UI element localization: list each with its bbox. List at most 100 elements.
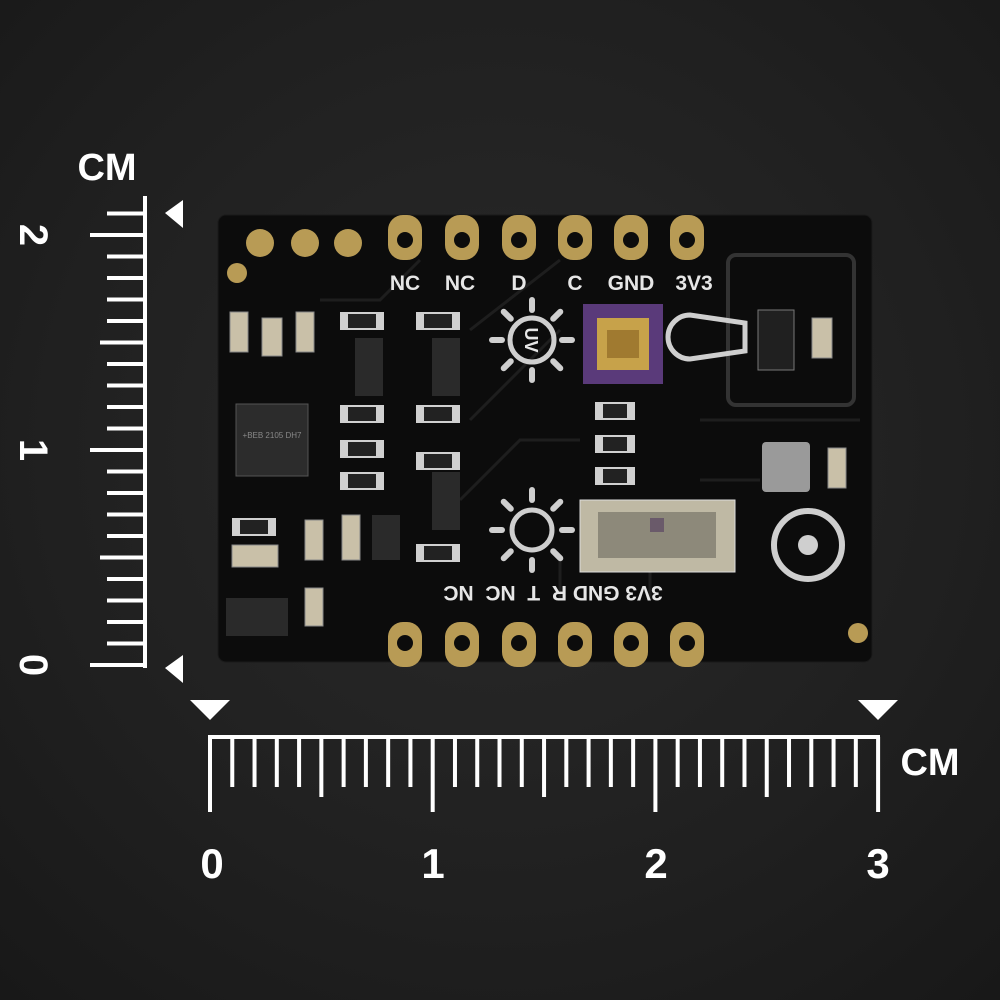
ruler-tick — [107, 405, 145, 409]
marker-triangle — [165, 655, 183, 683]
capacitor — [304, 587, 324, 627]
top-pin-label: D — [511, 272, 526, 295]
ruler-tick — [107, 534, 145, 538]
ruler-tick — [720, 737, 725, 787]
top-pin-label: GND — [608, 272, 655, 295]
vertical-tick-label: 2 — [11, 224, 55, 246]
resistor-body — [424, 546, 452, 560]
ray — [550, 308, 564, 322]
ruler-tick — [341, 737, 346, 787]
pin-hole — [511, 232, 527, 248]
ruler-tick — [363, 737, 368, 787]
resistor-body — [240, 520, 268, 534]
ray — [500, 498, 514, 512]
vertical-tick-label: 0 — [11, 654, 55, 676]
ruler-tick — [90, 448, 145, 452]
resistor-body — [424, 407, 452, 421]
ray — [500, 548, 514, 562]
ruler-tick — [631, 737, 636, 787]
ruler-tick — [274, 737, 279, 787]
capacitor — [341, 514, 361, 561]
pin-hole — [397, 635, 413, 651]
ruler-tick — [100, 340, 145, 345]
ruler-tick — [787, 737, 792, 787]
ruler-tick — [107, 426, 145, 431]
capacitor — [295, 311, 315, 353]
marker-triangle — [165, 200, 183, 228]
ruler-tick — [853, 737, 858, 787]
ruler-tick — [107, 512, 145, 517]
ruler-tick — [107, 598, 145, 603]
resistor-body — [603, 437, 627, 451]
resistor-body — [603, 404, 627, 418]
ruler-tick — [497, 737, 502, 787]
ruler-tick — [107, 362, 145, 366]
resistor-body — [348, 407, 376, 421]
horizontal-tick-label: 1 — [421, 840, 444, 887]
ruler-tick — [542, 737, 547, 797]
pin-hole — [454, 232, 470, 248]
pin-hole — [454, 635, 470, 651]
svg-text:UV: UV — [521, 327, 541, 352]
capacitor — [231, 544, 279, 568]
sun-light-rays-icon — [489, 487, 575, 573]
ruler-tick — [519, 737, 524, 787]
resistor-body — [348, 314, 376, 328]
ruler-tick — [319, 737, 324, 797]
ruler-tick — [831, 737, 836, 787]
capacitor — [229, 311, 249, 353]
marker-triangle — [858, 700, 898, 720]
capacitor — [261, 317, 283, 357]
resistor-body — [424, 314, 452, 328]
ruler-tick — [107, 641, 145, 646]
pin-hole — [623, 232, 639, 248]
ruler-tick — [107, 254, 145, 259]
resistor-body — [348, 442, 376, 456]
vertical-unit-label: CM — [77, 147, 136, 189]
capacitor — [827, 447, 847, 489]
ruler-tick — [386, 737, 391, 787]
pin-hole — [511, 635, 527, 651]
ruler-tick — [107, 319, 145, 323]
pin-hole — [397, 232, 413, 248]
pin-hole — [567, 232, 583, 248]
pin-hole — [623, 635, 639, 651]
sun-uv-rays-icon — [489, 297, 575, 383]
ruler-tick — [107, 211, 145, 216]
ruler-edge — [143, 196, 147, 668]
pcb-board: +BEB 2105 DH7 UV — [217, 214, 873, 667]
ruler-tick — [297, 737, 302, 787]
horizontal-tick-label: 3 — [866, 840, 889, 887]
vertical-ruler — [90, 196, 147, 668]
ruler-tick — [100, 555, 145, 560]
horizontal-ruler — [208, 735, 881, 812]
vertical-tick-label: 1 — [11, 439, 55, 461]
ruler-tick — [675, 737, 680, 787]
top-pin-label: 3V3 — [675, 272, 712, 295]
ray — [550, 548, 564, 562]
ruler-tick — [107, 491, 145, 495]
pin-hole — [567, 635, 583, 651]
ray — [500, 308, 514, 322]
capacitor — [811, 317, 833, 359]
ray — [550, 498, 564, 512]
pin-hole — [679, 635, 695, 651]
capacitor — [304, 519, 324, 561]
ruler-tick — [475, 737, 480, 787]
ruler-tick — [208, 737, 212, 812]
ruler-tick — [452, 737, 457, 787]
qfn-chip — [235, 403, 309, 477]
horizontal-unit-label: CM — [900, 742, 959, 784]
ruler-tick — [742, 737, 747, 787]
ruler-tick — [107, 383, 145, 388]
horizontal-tick-label: 2 — [644, 840, 667, 887]
ruler-tick — [90, 233, 145, 237]
ruler-tick — [586, 737, 591, 787]
top-pin-label: NC — [445, 272, 475, 295]
ruler-tick — [107, 276, 145, 280]
ruler-tick — [653, 737, 658, 812]
ray — [500, 358, 514, 372]
horizontal-tick-label: 0 — [200, 840, 223, 887]
